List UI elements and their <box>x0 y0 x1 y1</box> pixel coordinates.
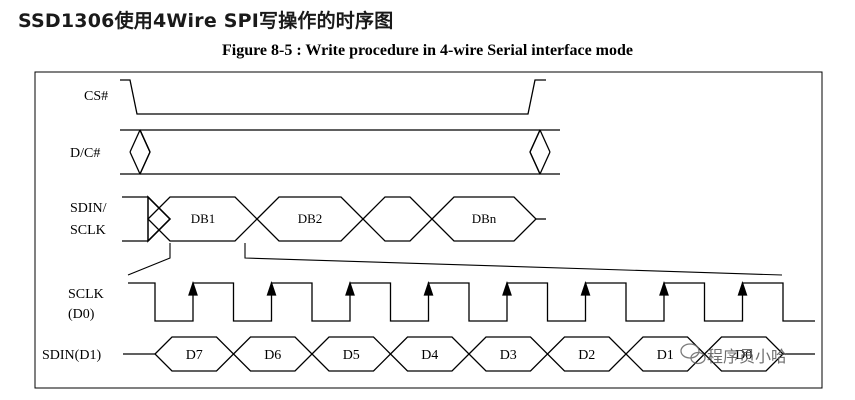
sdin-sclk-label-line2: SCLK <box>70 223 106 238</box>
sclk-rising-edge-arrow <box>423 280 434 296</box>
sdin-d1-label: SDIN(D1) <box>42 348 101 363</box>
sdin-sclk-label-line1: SDIN/ <box>70 201 107 216</box>
dc-crossings <box>129 129 551 175</box>
bit-label: D3 <box>500 348 517 363</box>
bit-label: D0 <box>735 348 752 363</box>
diagram-frame <box>34 71 823 389</box>
sclk-rising-edge-arrow <box>580 280 591 296</box>
bit-label: D4 <box>421 348 438 363</box>
byte-label-db2: DB2 <box>298 211 323 226</box>
sclk-label-line1: SCLK <box>68 287 104 302</box>
dc-waveform <box>120 129 560 175</box>
bit-label: D6 <box>264 348 281 363</box>
bit-label: D2 <box>578 348 595 363</box>
figure-caption: Figure 8-5 : Write procedure in 4-wire S… <box>221 42 634 59</box>
cs-label: CS# <box>84 89 108 104</box>
bit-label: D1 <box>657 348 674 363</box>
dc-label: D/C# <box>70 146 100 161</box>
byte-label-dbn: DBn <box>472 211 497 226</box>
page-heading: SSD1306使用4Wire SPI写操作的时序图 <box>18 10 394 32</box>
sclk-rising-edge-arrow <box>659 280 669 296</box>
sclk-rising-edge-arrow <box>266 280 277 296</box>
sclk-rising-edge-arrow <box>345 280 355 296</box>
wechat-icon <box>680 343 706 365</box>
sclk-label-line2: (D0) <box>68 307 95 322</box>
zoom-lines <box>127 243 783 276</box>
sclk-rising-edge-arrow <box>737 280 748 296</box>
bit-labels: D7 D6 D5 D4 D3 D2 D1 D0 <box>186 348 753 363</box>
bit-label: D7 <box>186 348 203 363</box>
sdin-d1-waveform <box>123 336 815 372</box>
bit-label: D5 <box>343 348 360 363</box>
sclk-waveform <box>128 280 815 322</box>
sclk-trace <box>128 282 815 322</box>
sdin-sclk-bus <box>122 195 546 243</box>
watermark-text: 程序员小哈 <box>707 347 787 366</box>
watermark: 程序员小哈 <box>680 343 787 366</box>
sclk-rising-edge-arrow <box>188 280 198 296</box>
cs-waveform <box>120 79 546 115</box>
sclk-rising-edge-arrow <box>502 280 512 296</box>
byte-label-db1: DB1 <box>191 211 216 226</box>
